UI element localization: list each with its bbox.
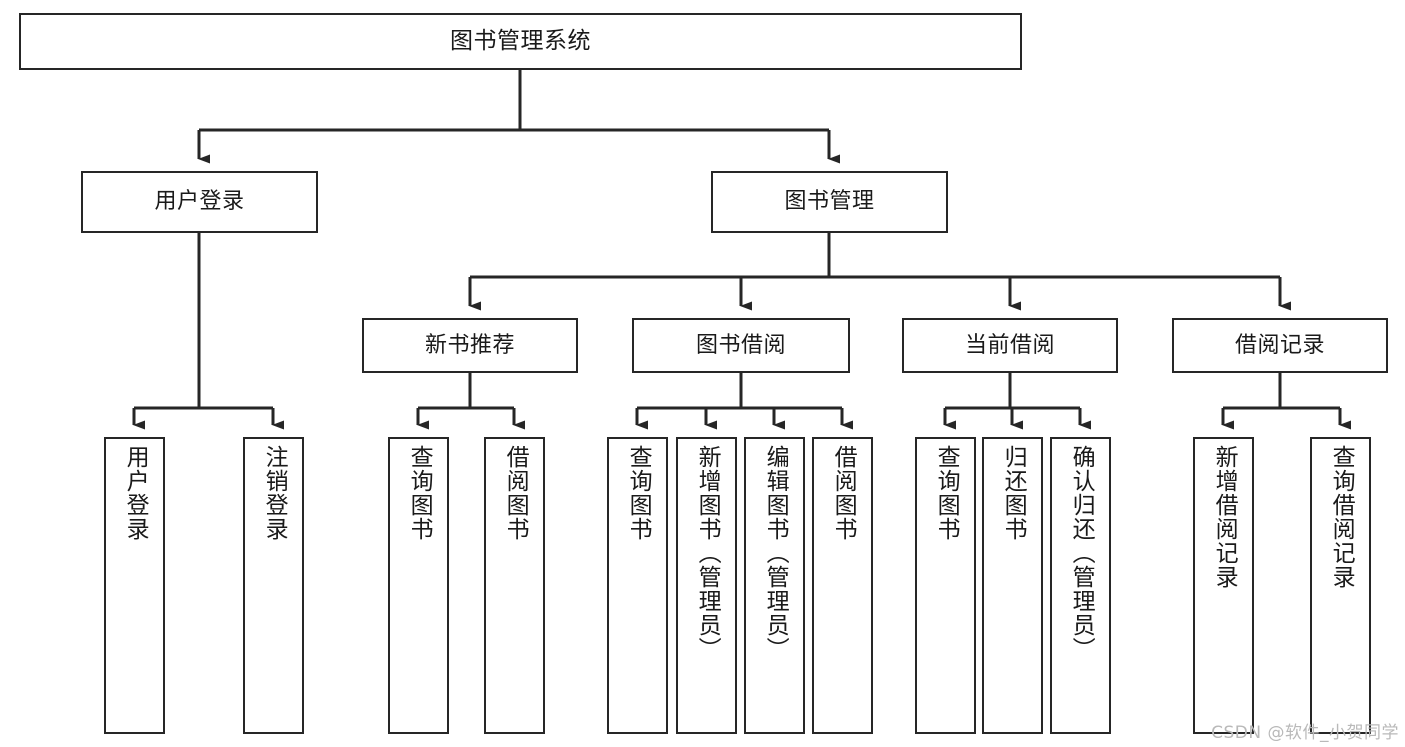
node-leaf-borrow-book-2[interactable]: 借阅图书 (812, 437, 873, 734)
node-label-leaf-query-book-2: 查询图书 (625, 445, 652, 541)
node-label-leaf-borrow-book-1: 借阅图书 (502, 445, 529, 541)
node-label-leaf-add-book: 新增图书（管理员） (694, 445, 721, 661)
node-label-leaf-edit-book: 编辑图书（管理员） (762, 445, 789, 661)
node-label-current-borrow: 当前借阅 (964, 332, 1055, 358)
node-leaf-add-book[interactable]: 新增图书（管理员） (676, 437, 737, 734)
node-label-leaf-query-book-3: 查询图书 (933, 445, 960, 541)
node-leaf-borrow-book-1[interactable]: 借阅图书 (484, 437, 545, 734)
node-label-leaf-user-login: 用户登录 (122, 445, 149, 541)
node-user-login[interactable]: 用户登录 (81, 171, 318, 233)
node-label-new-book-recommend: 新书推荐 (424, 332, 515, 358)
node-leaf-query-book-1[interactable]: 查询图书 (388, 437, 449, 734)
node-label-root: 图书管理系统 (450, 28, 591, 55)
node-book-borrow[interactable]: 图书借阅 (632, 318, 850, 373)
node-borrow-record[interactable]: 借阅记录 (1172, 318, 1388, 373)
node-leaf-query-record[interactable]: 查询借阅记录 (1310, 437, 1371, 734)
node-label-book-borrow: 图书借阅 (695, 332, 786, 358)
node-label-leaf-query-book-1: 查询图书 (406, 445, 433, 541)
watermark-label: CSDN @软件_小贺同学 (1211, 723, 1399, 743)
node-leaf-user-logout[interactable]: 注销登录 (243, 437, 304, 734)
node-current-borrow[interactable]: 当前借阅 (902, 318, 1118, 373)
node-label-leaf-add-record: 新增借阅记录 (1211, 445, 1238, 589)
node-label-leaf-user-logout: 注销登录 (261, 445, 288, 541)
node-label-leaf-return-book: 归还图书 (1000, 445, 1027, 541)
node-label-leaf-confirm-return: 确认归还（管理员） (1068, 445, 1095, 661)
node-label-user-login: 用户登录 (154, 189, 245, 215)
node-label-book-manage: 图书管理 (784, 189, 875, 215)
node-book-manage[interactable]: 图书管理 (711, 171, 948, 233)
node-label-leaf-borrow-book-2: 借阅图书 (830, 445, 857, 541)
node-leaf-edit-book[interactable]: 编辑图书（管理员） (744, 437, 805, 734)
node-leaf-confirm-return[interactable]: 确认归还（管理员） (1050, 437, 1111, 734)
node-leaf-query-book-2[interactable]: 查询图书 (607, 437, 668, 734)
node-leaf-return-book[interactable]: 归还图书 (982, 437, 1043, 734)
node-leaf-user-login[interactable]: 用户登录 (104, 437, 165, 734)
node-leaf-add-record[interactable]: 新增借阅记录 (1193, 437, 1254, 734)
node-leaf-query-book-3[interactable]: 查询图书 (915, 437, 976, 734)
node-label-leaf-query-record: 查询借阅记录 (1328, 445, 1355, 589)
node-label-borrow-record: 借阅记录 (1234, 332, 1325, 358)
node-root[interactable]: 图书管理系统 (19, 13, 1022, 70)
node-new-book-recommend[interactable]: 新书推荐 (362, 318, 578, 373)
